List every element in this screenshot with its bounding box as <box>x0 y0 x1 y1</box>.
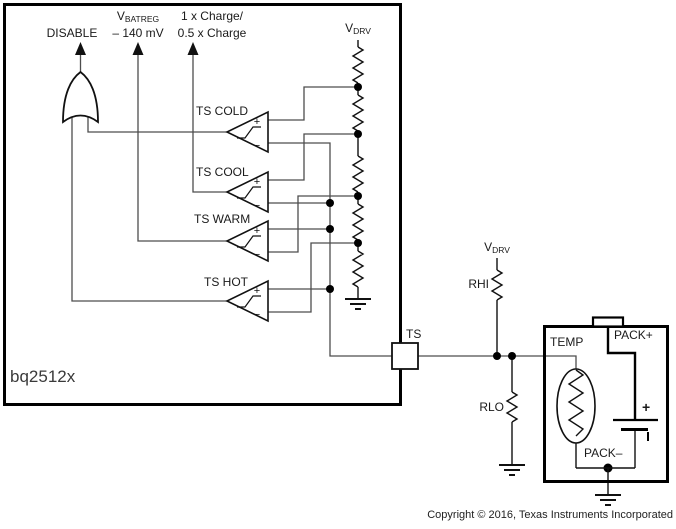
rhi-resistor <box>490 258 504 356</box>
minus-input-label: − <box>254 140 260 152</box>
ts-hot-minus-wire <box>268 242 358 313</box>
charge-rate-label-2: 0.5 x Charge <box>177 26 247 40</box>
vbatreg-main: V <box>116 9 125 23</box>
charge-rate-label-1: 1 x Charge/ <box>180 9 244 23</box>
ts-warm-comparator: + − <box>225 219 269 263</box>
bq2512x-box <box>3 3 402 406</box>
vbatreg-offset-label: – 140 mV <box>112 26 164 40</box>
vbatreg-label: VBATREG <box>103 10 173 26</box>
junction-dots <box>326 83 613 473</box>
hysteresis-icon <box>237 186 261 199</box>
rlo-resistor <box>505 356 519 464</box>
or-input-from-ts-hot <box>71 114 227 302</box>
minus-input-label: − <box>254 200 260 212</box>
ts-sense-line <box>268 142 577 372</box>
pack-plus-label: PACK+ <box>614 328 653 342</box>
rhi-label: RHI <box>468 277 489 291</box>
or-gate <box>62 70 99 124</box>
chip-name-label: bq2512x <box>10 367 76 386</box>
plus-input-label: + <box>254 176 260 188</box>
minus-input-label: − <box>254 249 260 261</box>
divider-resistor-4 <box>351 203 365 241</box>
copyright-text: Copyright © 2016, Texas Instruments Inco… <box>427 509 673 521</box>
hysteresis-icon <box>237 235 261 248</box>
ts-cold-comparator: + − <box>225 110 269 154</box>
charge-arrow-icon <box>187 42 199 55</box>
vbatreg-wire-from-ts-warm <box>137 54 227 242</box>
ts-hot-label: TS HOT <box>204 275 248 289</box>
vdrv-main: V <box>345 21 354 35</box>
divider-resistor-5 <box>351 250 365 288</box>
divider-resistor-2 <box>351 94 365 132</box>
pack-ground-icon <box>595 494 621 506</box>
divider-resistor-3 <box>351 155 365 193</box>
vdrv-sub: DRV <box>353 26 371 36</box>
divider-resistor-1 <box>351 46 365 84</box>
vbatreg-arrow-icon <box>132 42 144 55</box>
wires <box>71 54 577 372</box>
rlo-ground-icon <box>499 464 525 476</box>
resistor-divider <box>351 40 365 298</box>
ts-pin-box <box>391 342 419 370</box>
ts-cool-label: TS COOL <box>196 165 249 179</box>
temp-label: TEMP <box>550 335 584 349</box>
vdrv-main: V <box>484 240 493 254</box>
ts-warm-minus-wire <box>268 195 358 253</box>
charge-wire-from-ts-cool <box>192 54 227 193</box>
pack-plus-wire <box>606 327 637 419</box>
rlo-label: RLO <box>479 400 504 414</box>
plus-input-label: + <box>254 285 260 297</box>
pack-minus-label: PACK– <box>584 446 623 460</box>
ts-cold-label: TS COLD <box>196 104 249 118</box>
battery-pack <box>543 316 669 506</box>
pack-plus-tab <box>591 316 625 328</box>
plus-input-label: + <box>254 116 260 128</box>
minus-input-label: − <box>254 309 260 321</box>
vdrv-sub: DRV <box>492 245 510 255</box>
hysteresis-icon <box>237 126 261 139</box>
ts-cool-comparator: + − <box>225 170 269 214</box>
ts-cold-plus-wire <box>268 86 358 121</box>
battery-plus-label: + <box>642 399 651 415</box>
ts-cool-plus-wire <box>268 133 358 181</box>
hysteresis-icon <box>237 295 261 308</box>
vbatreg-sub: BATREG <box>124 14 160 24</box>
or-input-from-ts-cold <box>87 114 227 133</box>
ts-hot-comparator: + − <box>225 279 269 323</box>
plus-input-label: + <box>254 225 260 237</box>
ts-warm-label: TS WARM <box>194 212 251 226</box>
disable-label: DISABLE <box>46 26 98 40</box>
divider-ground-icon <box>345 298 371 310</box>
ts-pin-label: TS <box>406 327 422 341</box>
vdrv-rhi-label: VDRV <box>479 241 515 257</box>
disable-arrow-icon <box>75 42 86 55</box>
thermistor-resistor-icon <box>567 369 585 437</box>
vdrv-divider-label: VDRV <box>340 22 376 38</box>
